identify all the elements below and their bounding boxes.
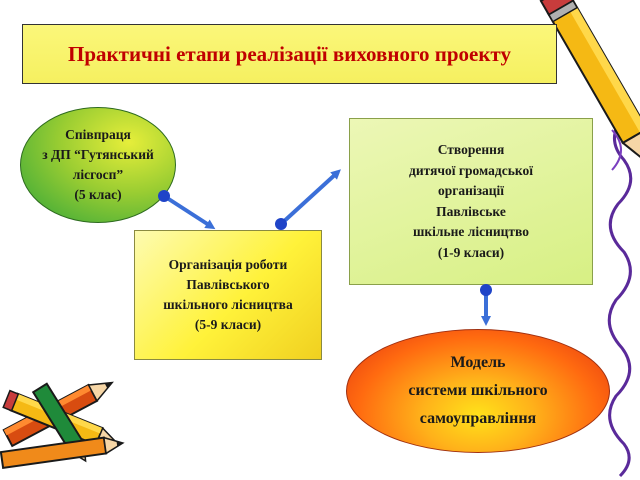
node-creation-line-5: шкільне лісництво [412,224,529,239]
connector-dot-organization [275,218,287,230]
connector-organization-to-creation [275,169,341,230]
node-model-line-1: Модель [450,354,506,371]
pencils-icon [0,381,125,470]
node-organization-line-1: Організація роботи [168,257,288,272]
node-creation-text: Створення дитячої громадської організаці… [409,140,533,263]
node-organization-text: Організація роботи Павлівського шкільног… [163,255,292,335]
node-creation-line-6: (1-9 класи) [437,244,505,260]
node-organization-line-3: шкільного лісництва [163,297,293,312]
node-creation-line-3: організації [437,183,505,198]
node-creation: Створення дитячої громадської організаці… [349,118,593,285]
page-title: Практичні етапи реалізації виховного про… [68,41,511,66]
connector-cooperation-to-organization [158,190,216,230]
title-banner: Практичні етапи реалізації виховного про… [22,24,557,84]
node-organization-line-4: (5-9 класи) [194,317,262,332]
node-cooperation: Співпраця з ДП “Гутянський лісгосп” (5 к… [20,107,176,223]
node-model-line-2: системи шкільного [408,382,548,399]
node-creation-line-4: Павлівське [436,203,506,219]
node-model-text: Модель системи шкільного самоуправління [408,349,547,433]
node-organization-line-2: Павлівського [186,277,270,292]
squiggle-line [607,117,633,478]
node-cooperation-text: Співпраця з ДП “Гутянський лісгосп” (5 к… [42,125,154,205]
node-creation-line-2: дитячої громадської [409,162,533,178]
node-model-line-3: самоуправління [419,410,537,427]
node-organization: Організація роботи Павлівського шкільног… [134,230,322,360]
node-cooperation-line-1: Співпраця [65,127,131,142]
connector-creation-to-model [480,284,492,326]
node-creation-line-1: Створення [437,142,505,157]
node-cooperation-line-2: з ДП “Гутянський [42,147,154,162]
node-model: Модель системи шкільного самоуправління [346,329,610,453]
node-cooperation-line-4: (5 клас) [74,187,122,202]
node-cooperation-line-3: лісгосп” [72,167,124,182]
connector-dot-creation [480,284,492,296]
